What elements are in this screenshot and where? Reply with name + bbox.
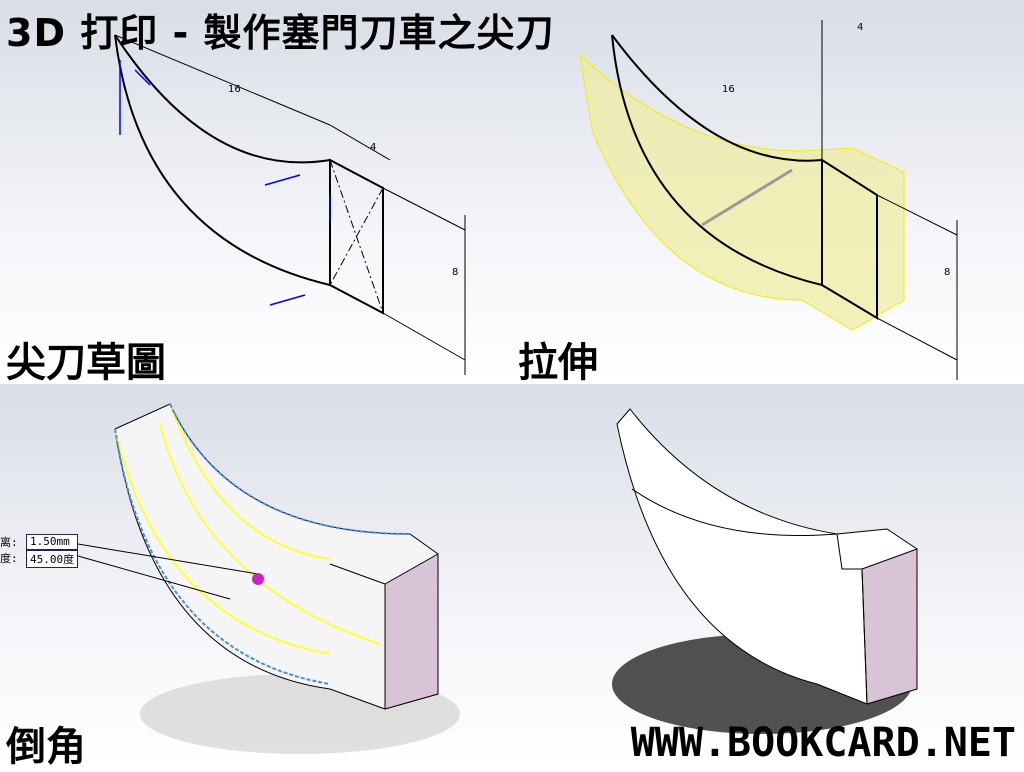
panel-chamfer: 倒角	[0, 384, 512, 770]
dim-width: 4	[857, 22, 863, 33]
chamfer-drawing	[77, 403, 460, 754]
dim-height: 8	[452, 267, 458, 278]
panel-extrude: 16 4 8 拉伸	[512, 0, 1024, 386]
dim-length: 16	[228, 84, 241, 95]
caption-extrude: 拉伸	[518, 340, 598, 386]
distance-label: 离:	[0, 536, 18, 549]
caption-sketch: 尖刀草圖	[6, 340, 166, 386]
extrude-drawing: 16 4 8	[579, 20, 958, 380]
panel-sketch: 16 4 8 尖刀草圖	[0, 0, 512, 386]
dim-height: 8	[944, 267, 950, 278]
angle-label: 度:	[0, 552, 18, 565]
sketch-drawing: 16 4 8	[114, 34, 466, 375]
dim-width: 4	[370, 142, 376, 153]
chamfer-angle[interactable]: 45.00度	[26, 550, 78, 568]
panel-result	[512, 384, 1024, 768]
dim-length: 16	[722, 84, 735, 95]
result-drawing	[612, 408, 918, 734]
chamfer-distance[interactable]: 1.50mm	[26, 534, 78, 550]
caption-chamfer: 倒角	[6, 724, 86, 770]
website-link[interactable]: WWW.BOOKCARD.NET	[630, 720, 1016, 766]
page-title: 3D 打印 - 製作塞門刀車之尖刀	[6, 11, 555, 55]
chamfer-callout: 离: 1.50mm 度: 45.00度	[0, 534, 78, 568]
